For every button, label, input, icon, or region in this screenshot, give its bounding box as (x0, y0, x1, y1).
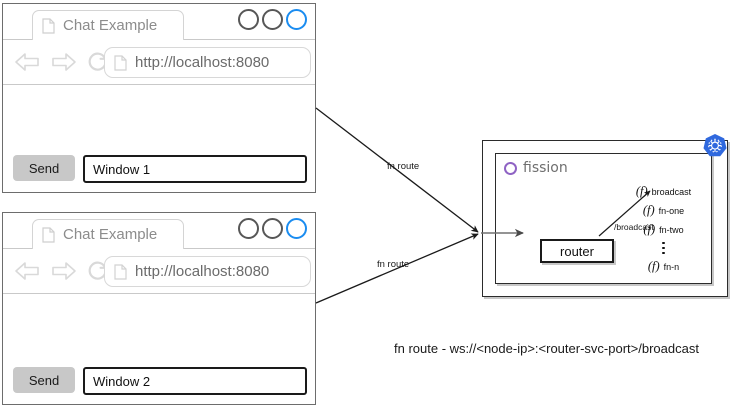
function-mark-icon: (f) (635, 184, 648, 198)
window-controls (238, 218, 307, 239)
function-list: (f) broadcast (f) fn-one (f) fn-two (f) … (616, 182, 711, 276)
fission-ring-icon (504, 161, 517, 175)
url-text: http://localhost:8080 (135, 54, 270, 71)
diagram-caption: fn route - ws://<node-ip>:<router-svc-po… (394, 341, 699, 356)
router-node: router (540, 239, 614, 263)
url-bar[interactable]: http://localhost:8080 (104, 256, 311, 287)
fission-label: fission (523, 160, 568, 176)
message-input[interactable] (83, 367, 307, 395)
tab-chat-example[interactable]: Chat Example (32, 10, 184, 40)
function-mark-icon: (f) (642, 203, 655, 217)
tab-label: Chat Example (63, 17, 158, 34)
navigation-bar: http://localhost:8080 (3, 40, 315, 85)
kubernetes-cluster-box: fission router /broadcast (f) broadcast … (482, 140, 728, 297)
fission-logo: fission (504, 160, 568, 176)
function-mark-icon: (f) (643, 222, 656, 236)
function-mark-icon: (f) (647, 259, 660, 273)
tab-chat-example[interactable]: Chat Example (32, 219, 184, 249)
fission-namespace-box: fission router /broadcast (f) broadcast … (495, 153, 712, 284)
back-arrow-icon[interactable] (12, 50, 42, 74)
route-label-bottom: fn route (377, 259, 410, 270)
window-controls (238, 9, 307, 30)
router-label: router (560, 243, 594, 259)
function-item-broadcast: (f) broadcast (616, 182, 711, 201)
document-icon (42, 17, 55, 34)
browser-window-2: Chat Example http://localhost:8080 Send (2, 212, 316, 405)
function-item-fn-n: (f) fn-n (616, 257, 711, 276)
forward-arrow-icon[interactable] (49, 259, 79, 283)
send-button[interactable]: Send (13, 367, 75, 393)
kubernetes-icon (703, 134, 727, 157)
back-arrow-icon[interactable] (12, 259, 42, 283)
window-ring-icon-1[interactable] (238, 218, 259, 239)
window-ring-icon-1[interactable] (238, 9, 259, 30)
window-ring-icon-2[interactable] (262, 218, 283, 239)
route-label-top: fn route (387, 161, 420, 172)
document-icon (114, 54, 127, 71)
chat-message-area: Send (3, 294, 315, 403)
function-item-fn-two: (f) fn-two (616, 220, 711, 239)
tab-label: Chat Example (63, 226, 158, 243)
window-ring-icon-3[interactable] (286, 218, 307, 239)
document-icon (114, 263, 127, 280)
send-button[interactable]: Send (13, 155, 75, 181)
browser-window-1: Chat Example http://localhost:8080 Send (2, 3, 316, 193)
window-ring-icon-3[interactable] (286, 9, 307, 30)
chat-message-area: Send (3, 85, 315, 191)
url-bar[interactable]: http://localhost:8080 (104, 47, 311, 78)
function-name: fn-two (659, 224, 684, 235)
tab-strip: Chat Example (3, 4, 315, 40)
window-ring-icon-2[interactable] (262, 9, 283, 30)
message-input[interactable] (83, 155, 307, 183)
forward-arrow-icon[interactable] (49, 50, 79, 74)
url-text: http://localhost:8080 (135, 263, 270, 280)
function-item-fn-one: (f) fn-one (616, 201, 711, 220)
navigation-bar: http://localhost:8080 (3, 249, 315, 294)
tab-strip: Chat Example (3, 213, 315, 249)
vertical-ellipsis-icon (616, 239, 711, 257)
function-name: fn-one (658, 205, 685, 216)
function-name: fn-n (663, 261, 680, 272)
function-name: broadcast (651, 186, 692, 197)
document-icon (42, 226, 55, 243)
